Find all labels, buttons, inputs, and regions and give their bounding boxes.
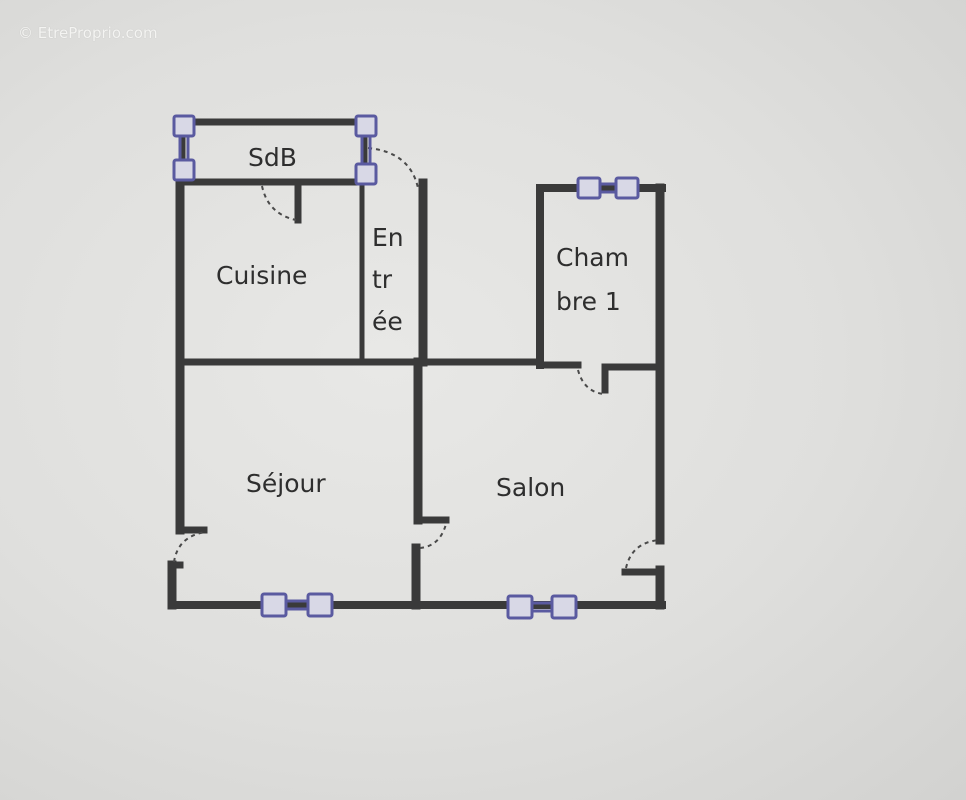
room-label-salon: Salon (496, 473, 565, 502)
room-label-cuisine: Cuisine (216, 261, 307, 290)
door-arc-sdb (261, 185, 297, 221)
window-salon (506, 594, 578, 620)
walls (167, 118, 666, 610)
room-label-entree-3: ée (372, 307, 403, 336)
windows (172, 114, 640, 620)
door-arc-sejour (173, 531, 207, 563)
door-arc-chambre (577, 369, 605, 395)
room-label-entree-2: tr (372, 265, 393, 294)
window-sdb-left (172, 114, 196, 182)
room-label-chambre-2: bre 1 (556, 287, 621, 316)
room-label-sdb: SdB (248, 143, 297, 172)
room-label-chambre-1: Cham (556, 243, 629, 272)
door-arc-exterior (625, 539, 661, 569)
door-arc-salon (419, 523, 447, 549)
door-swings (173, 147, 661, 569)
window-chambre (576, 176, 640, 200)
watermark: © EtreProprio.com (18, 24, 158, 42)
window-sejour (260, 592, 334, 618)
window-sdb-right (354, 114, 378, 186)
room-label-sejour: Séjour (246, 469, 326, 498)
room-label-entree-1: En (372, 223, 404, 252)
